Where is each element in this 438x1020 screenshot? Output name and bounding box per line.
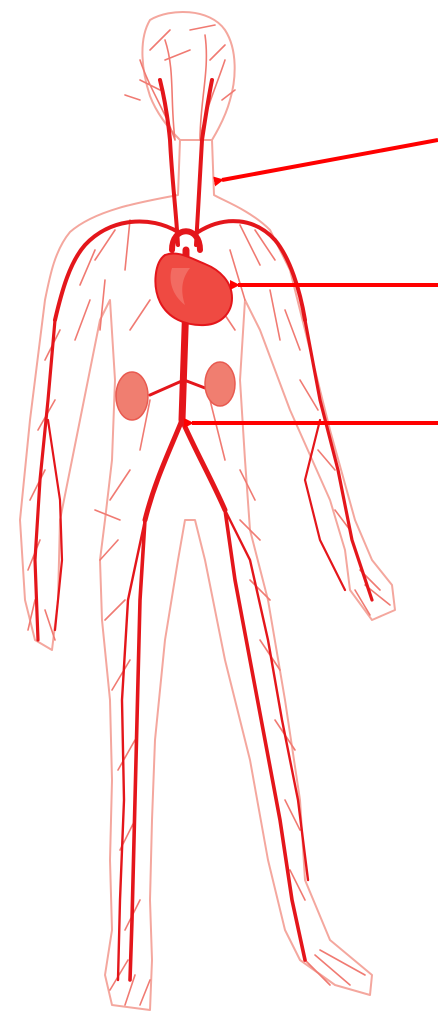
heart — [155, 253, 232, 325]
renal-left — [150, 380, 184, 395]
radial-left — [48, 420, 62, 630]
carotid-left — [160, 80, 178, 245]
femoral-left — [130, 520, 145, 980]
renal-right — [184, 380, 205, 388]
kidneys — [116, 362, 235, 420]
pointer-neck-arteries — [222, 140, 438, 180]
femoral-right-branch — [225, 510, 308, 880]
iliac-left — [145, 420, 182, 520]
kidney-left — [116, 372, 148, 420]
kidney-right — [205, 362, 235, 406]
main-arteries — [35, 80, 372, 980]
brachial-left — [35, 320, 55, 640]
head-outline — [142, 12, 234, 140]
fine-vessels — [28, 25, 390, 1005]
femoral-right — [225, 510, 305, 960]
body-outline — [20, 12, 395, 1010]
radial-right — [305, 420, 345, 590]
heart-shape — [155, 253, 232, 325]
